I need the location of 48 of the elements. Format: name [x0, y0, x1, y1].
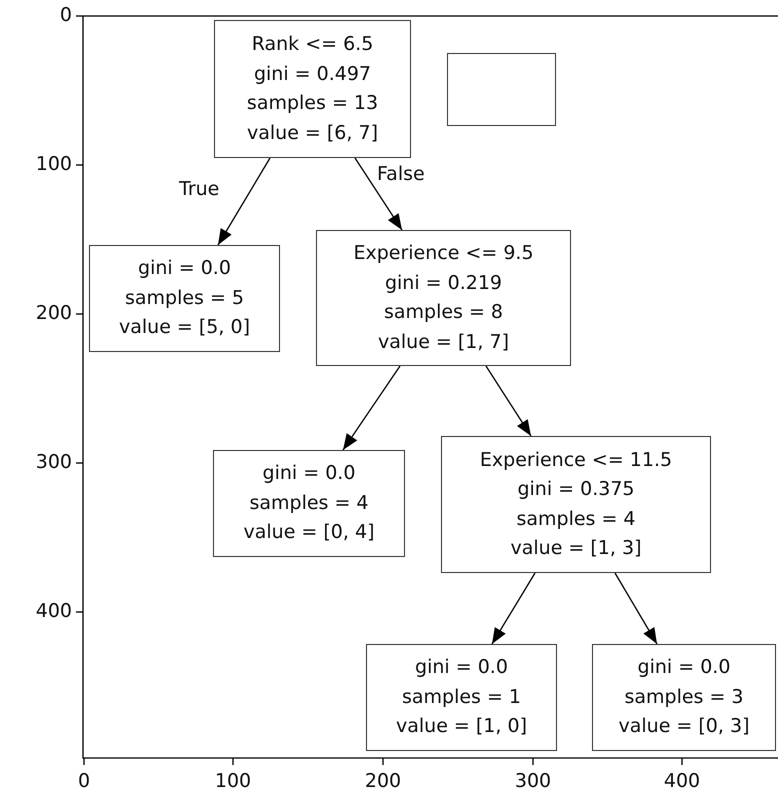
tick-label: 100: [214, 770, 252, 792]
node-text: samples = 1: [402, 684, 522, 710]
node-text: value = [1, 7]: [378, 330, 509, 354]
arrow: [485, 366, 532, 436]
tick-label: 0: [60, 4, 72, 26]
node-text: value = [0, 4]: [244, 520, 374, 546]
node-text: gini = 0.0: [262, 461, 356, 486]
node-text: gini = 0.0: [638, 655, 730, 680]
arrow: [491, 572, 536, 644]
tree-node-box: [214, 20, 411, 158]
node-text: value = [1, 3]: [510, 536, 642, 561]
empty-box: [447, 53, 556, 126]
tree-node-box: [441, 436, 711, 573]
node-text: samples = 8: [384, 300, 504, 325]
node-text: samples = 13: [246, 91, 378, 116]
node-text: value = [1, 0]: [396, 714, 527, 740]
arrow: [217, 158, 271, 246]
tick-label: 200: [364, 770, 402, 792]
node-text: Experience <= 11.5: [480, 448, 672, 472]
node-text: Experience <= 9.5: [353, 241, 534, 266]
tick-label: 0: [76, 770, 92, 792]
node-text: gini = 0.0: [138, 256, 231, 282]
arrow: [354, 158, 403, 230]
node-text: samples = 5: [124, 286, 244, 311]
node-text: gini = 0.497: [254, 62, 372, 86]
tick-label: 300: [36, 451, 72, 473]
tree-node-box: [366, 644, 557, 751]
node-text: gini = 0.0: [415, 655, 508, 680]
node-text: value = [6, 7]: [247, 120, 378, 146]
tick-label: 200: [36, 302, 72, 324]
tree-node-box: [213, 450, 405, 557]
node-text: gini = 0.375: [517, 477, 635, 502]
tick-label: 400: [662, 770, 702, 792]
tick-label: 100: [36, 153, 72, 175]
arrow: [614, 572, 658, 644]
node-text: value = [0, 3]: [618, 714, 750, 740]
node-text: gini = 0.219: [384, 270, 502, 296]
node-text: samples = 4: [516, 506, 636, 532]
arrow: [342, 366, 401, 450]
node-text: samples = 3: [624, 684, 744, 710]
node-text: Rank <= 6.5: [252, 32, 374, 57]
tree-node-box: [316, 230, 571, 366]
tick-label: 300: [514, 770, 552, 792]
tick-label: 400: [36, 600, 72, 622]
node-text: value = [5, 0]: [119, 315, 250, 340]
tree-node-box: [89, 245, 280, 352]
tree-node-box: [592, 644, 776, 751]
node-text: samples = 4: [249, 490, 369, 516]
